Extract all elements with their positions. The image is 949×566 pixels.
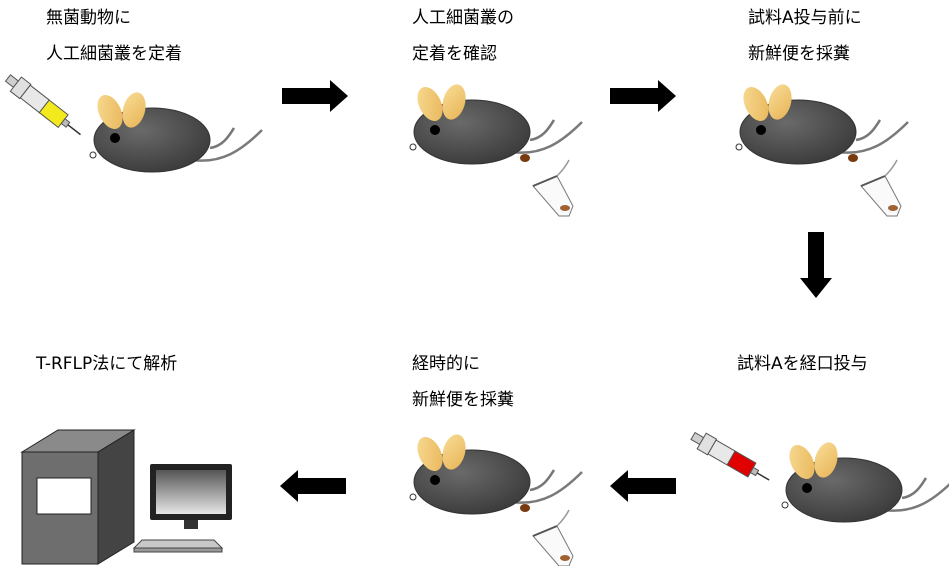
arrow-down [800, 232, 832, 298]
step-2-label: 人工細菌叢の 定着を確認 [412, 0, 514, 72]
step-5-line-1: 経時的に [412, 354, 480, 374]
arrow-left-1 [610, 470, 676, 502]
feces-tube-3 [519, 503, 574, 566]
feces-tube-1 [519, 153, 574, 217]
step-1-line-1: 無菌動物に [46, 8, 131, 28]
arrow-right-2 [610, 80, 676, 112]
analyzer-instrument-icon [20, 429, 136, 565]
step-6-label: T-RFLP法にて解析 [36, 346, 177, 382]
arrow-left-2 [280, 470, 346, 502]
step-1-label: 無菌動物に 人工細菌叢を定着 [46, 0, 182, 72]
step-6-line-1: T-RFLP法にて解析 [36, 354, 178, 374]
step-3-line-2: 新鮮便を採糞 [748, 44, 850, 64]
step-1-line-2: 人工細菌叢を定着 [46, 44, 182, 64]
step-5-label: 経時的に 新鮮便を採糞 [412, 346, 514, 418]
arrow-right-1 [282, 80, 348, 112]
step-3-label: 試料A投与前に 新鮮便を採糞 [748, 0, 862, 72]
step-4-line-1: 試料Aを経口投与 [737, 354, 868, 374]
step-3-line-1: 試料A投与前に [748, 8, 862, 28]
step-2-line-1: 人工細菌叢の [412, 8, 514, 28]
step-5-line-2: 新鮮便を採糞 [412, 390, 514, 410]
mouse-1 [88, 88, 264, 174]
syringe-yellow [4, 74, 81, 136]
mouse-3 [734, 80, 910, 166]
mouse-4 [780, 438, 949, 524]
syringe-red [690, 431, 770, 481]
mouse-5 [408, 430, 584, 516]
mouse-2 [408, 80, 584, 166]
feces-tube-2 [847, 153, 902, 217]
computer-icon [132, 464, 232, 553]
step-4-label: 試料Aを経口投与 [737, 346, 868, 382]
step-2-line-2: 定着を確認 [412, 44, 497, 64]
